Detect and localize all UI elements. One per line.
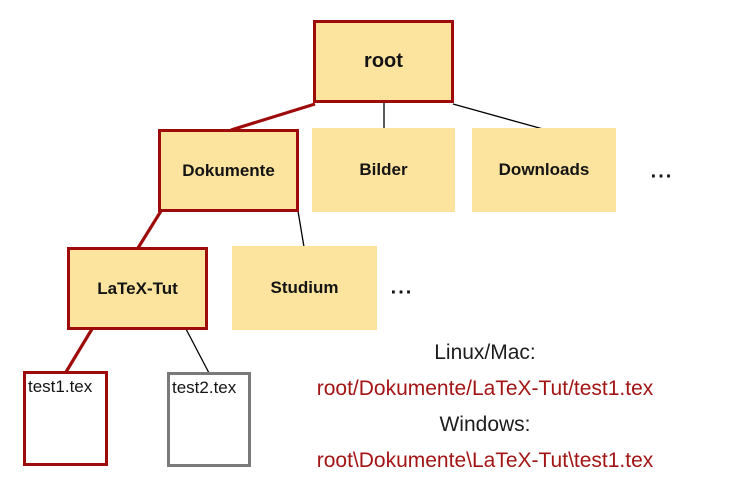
node-root-label: root bbox=[364, 50, 403, 72]
node-root: root bbox=[313, 20, 454, 103]
windows-path: root\Dokumente\LaTeX-Tut\test1.tex bbox=[316, 449, 654, 472]
linux-mac-path: root/Dokumente/LaTeX-Tut/test1.tex bbox=[316, 377, 654, 400]
node-studium-label: Studium bbox=[270, 278, 339, 297]
file-test1-label: test1.tex bbox=[28, 377, 93, 396]
node-dokumente-label: Dokumente bbox=[182, 160, 275, 180]
node-bilder-label: Bilder bbox=[359, 160, 408, 179]
edge-dokumente-studium bbox=[297, 210, 305, 248]
node-dokumente: Dokumente bbox=[158, 129, 299, 212]
edge-dokumente-latextut bbox=[136, 210, 163, 249]
node-studium: Studium bbox=[232, 246, 377, 330]
more-siblings-row3: ... bbox=[390, 276, 414, 299]
path-annotation: Linux/Mac: root/Dokumente/LaTeX-Tut/test… bbox=[255, 335, 715, 479]
node-latex-tut-label: LaTeX-Tut bbox=[97, 278, 178, 298]
node-bilder: Bilder bbox=[312, 128, 455, 212]
edge-root-dokumente bbox=[230, 102, 316, 132]
file-test1: test1.tex bbox=[23, 371, 108, 466]
linux-mac-label: Linux/Mac: bbox=[434, 341, 536, 364]
node-downloads: Downloads bbox=[472, 128, 616, 212]
windows-label: Windows: bbox=[439, 413, 531, 436]
more-siblings-row2: ... bbox=[650, 160, 674, 183]
edge-latextut-test1 bbox=[64, 328, 94, 373]
file-test2: test2.tex bbox=[167, 372, 251, 467]
edge-root-downloads bbox=[452, 103, 544, 130]
node-downloads-label: Downloads bbox=[498, 160, 590, 179]
node-latex-tut: LaTeX-Tut bbox=[67, 247, 208, 330]
edge-latextut-test2 bbox=[185, 328, 210, 374]
file-test2-label: test2.tex bbox=[172, 378, 237, 397]
